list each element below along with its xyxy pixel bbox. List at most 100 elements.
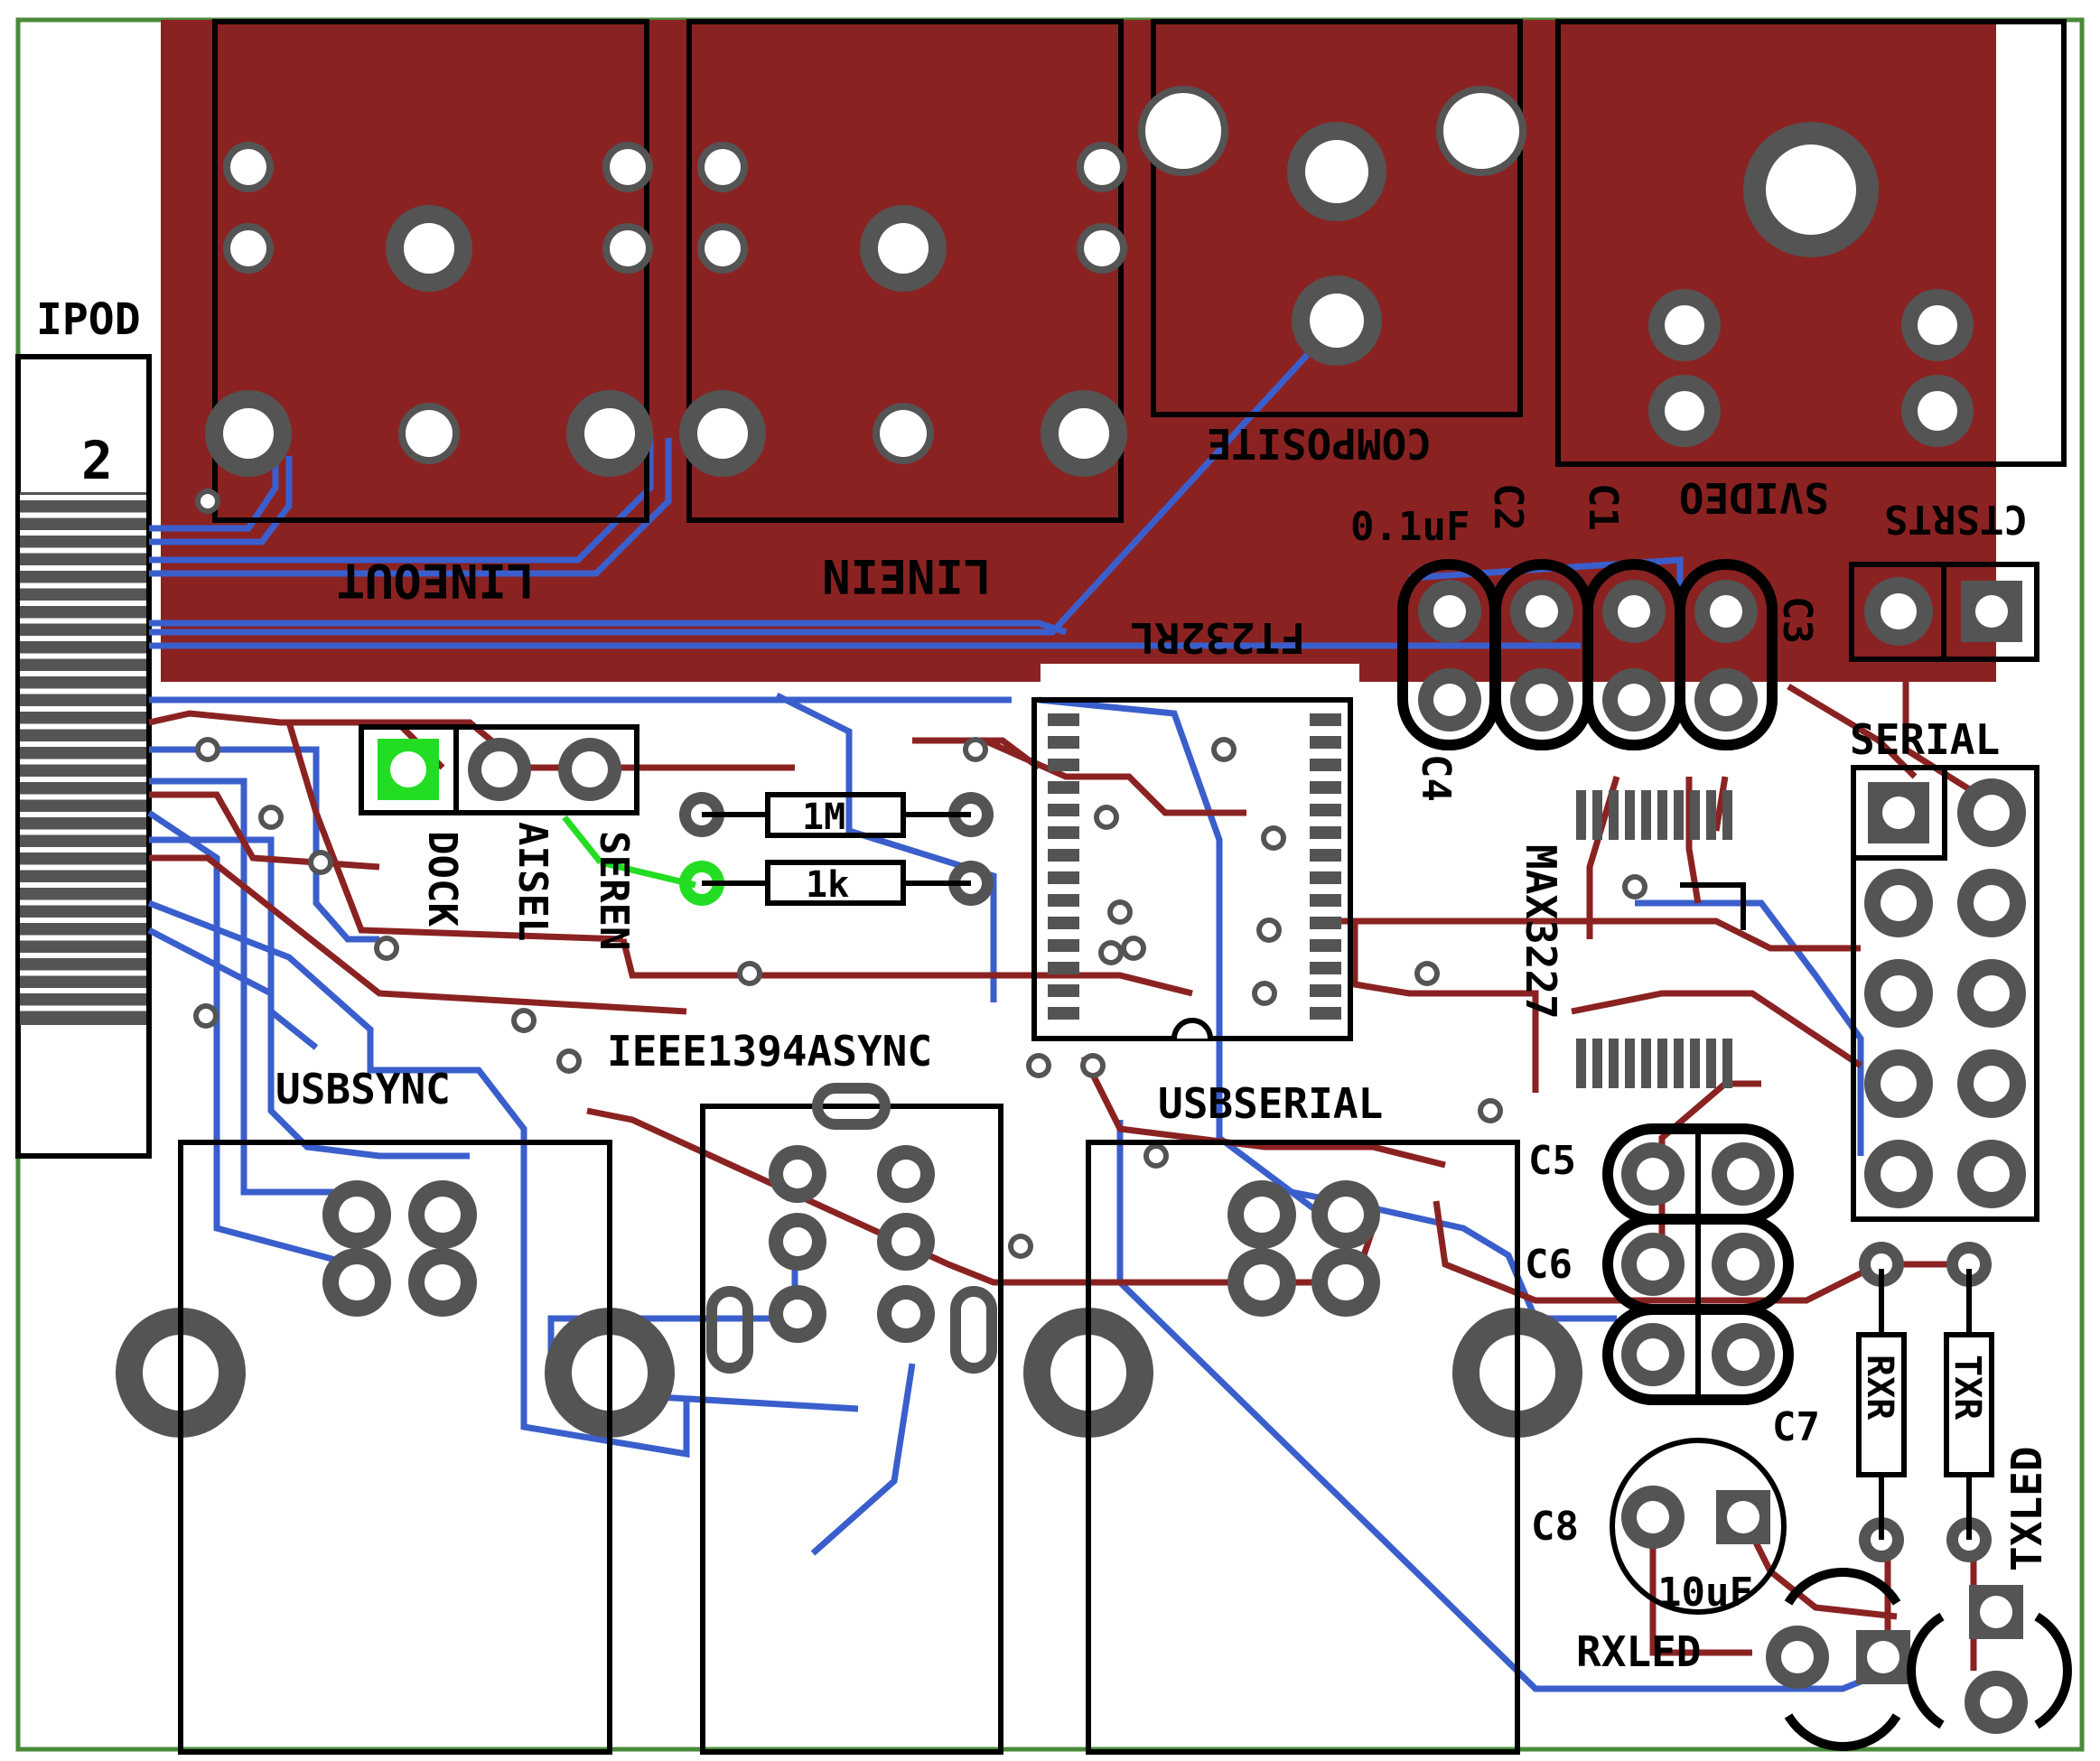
c8-pad: [1621, 1486, 1685, 1549]
max3227-smd-pad: [1576, 1039, 1586, 1088]
ipod-pin-gap: [20, 706, 146, 712]
via: [556, 1048, 582, 1074]
max3227-smd-pad: [1722, 1039, 1732, 1088]
ipod-pin-gap: [20, 530, 146, 536]
via: [195, 489, 220, 514]
c6-label: C6: [1525, 1242, 1573, 1288]
linein-signal-pad: [679, 390, 766, 477]
c1-label: C1: [1580, 483, 1626, 531]
linein-mount-pad: [1077, 223, 1127, 274]
ipod-pin-gap: [20, 512, 146, 518]
svideo-mount-pad: [1743, 122, 1879, 257]
led-outlines: [1784, 1568, 2072, 1751]
usbserial-pin-pad: [1311, 1180, 1380, 1249]
ft232rl-smd-pad: [1310, 849, 1341, 862]
ipod-pin-gap: [20, 636, 146, 641]
ipod-pin-gap: [20, 601, 146, 606]
max3227-smd-pad: [1706, 790, 1716, 840]
lineout-jack: [212, 19, 649, 523]
via: [737, 961, 762, 986]
ft232rl-smd-pad: [1048, 759, 1079, 771]
max3227-label: MAX3227: [1517, 844, 1565, 1020]
ft232rl-smd-pad: [1310, 1007, 1341, 1020]
lineout-label: LINEOUT: [337, 553, 535, 607]
resistor-1m-label: 1M: [802, 797, 845, 838]
ft232rl-smd-pad: [1310, 826, 1341, 839]
ft232rl-smd-pad: [1048, 939, 1079, 952]
max3227-smd-pad: [1657, 1039, 1667, 1088]
c5-label: C5: [1528, 1138, 1576, 1184]
ft232rl-smd-pad: [1048, 1007, 1079, 1020]
via: [1094, 805, 1119, 830]
ipod-pin-gap: [20, 953, 146, 958]
capacitor-pad: [1712, 1142, 1775, 1206]
ft232rl-smd-pad: [1048, 736, 1079, 749]
lineout-signal-pad: [386, 205, 472, 292]
rxled-pad: [1766, 1626, 1829, 1689]
ipod-label: IPOD: [36, 294, 141, 345]
composite-label: COMPOSITE: [1207, 419, 1432, 468]
ft232rl-smd-pad: [1310, 713, 1341, 726]
rxr-pad: [1859, 1242, 1904, 1287]
ipod-pin-gap: [20, 565, 146, 571]
via: [1008, 1234, 1033, 1259]
ipod-pin-gap: [20, 777, 146, 782]
composite-signal-pad: [1292, 275, 1382, 366]
max3227-smd-pad: [1690, 1039, 1700, 1088]
via: [1256, 918, 1282, 943]
dock-square-pad: [378, 739, 439, 800]
usbserial-pin-pad: [1227, 1180, 1296, 1249]
serial-pin-pad: [1864, 869, 1933, 937]
resistor-outlines: [702, 792, 971, 906]
jumper-trace: [600, 859, 696, 889]
composite-jack: [1151, 19, 1523, 417]
txled-pad: [1965, 1671, 2028, 1734]
jumper-header: [359, 724, 639, 815]
capacitor-outlines: [1397, 559, 1794, 1405]
via: [1026, 1053, 1051, 1078]
ft232rl-smd-pad: [1048, 713, 1079, 726]
via: [1121, 936, 1146, 961]
max3227-smd-pad: [1722, 790, 1732, 840]
ctsrts-square-pad: [1961, 581, 2022, 642]
linein-mount-pad: [1077, 142, 1127, 192]
silkscreen-labels: IPOD 2 LINEOUT LINEIN COMPOSITE SVIDEO 0…: [36, 294, 2051, 1676]
capacitor-pad: [1694, 580, 1758, 643]
svideo-pin-pad: [1901, 375, 1974, 447]
via: [1261, 825, 1286, 851]
lineout-signal-pad: [566, 390, 653, 477]
ieee-pin-pad: [769, 1145, 826, 1203]
ft232rl-smd-pad: [1310, 962, 1341, 974]
linein-label: LINEIN: [822, 548, 992, 602]
ieee-pin-pad: [877, 1213, 935, 1271]
ieee-pin-pad: [769, 1285, 826, 1343]
usbsync-connector: [178, 1140, 612, 1755]
via: [1098, 940, 1124, 965]
top-traces: [148, 587, 1980, 1671]
lineout-signal-pad: [205, 390, 292, 477]
max3227-smd-pad: [1641, 1039, 1651, 1088]
ft232rl-smd-pad: [1310, 804, 1341, 816]
lineout-mount-pad: [223, 142, 274, 192]
max3227-footprint: [1576, 790, 1746, 1088]
lineout-signal-pad: [398, 403, 460, 464]
c8-label: C8: [1531, 1504, 1579, 1550]
ctsrts-label: CTSRTS: [1884, 496, 2028, 542]
pads: [116, 86, 2028, 1734]
ipod-pin-gap: [20, 829, 146, 835]
linein-signal-pad: [873, 403, 934, 464]
rxled-square-pad: [1856, 1630, 1910, 1684]
serial-pin-pad: [1864, 959, 1933, 1028]
max3227-smd-pad: [1657, 790, 1667, 840]
ipod-pin-gap: [20, 653, 146, 659]
serial-pin-pad: [1957, 778, 2026, 847]
svideo-label: SVIDEO: [1679, 473, 1829, 522]
usbserial-connector: [1086, 1140, 1520, 1755]
ipod-pin-gap: [20, 812, 146, 817]
ft232rl-smd-pad: [1310, 759, 1341, 771]
ft232rl-smd-pad: [1310, 894, 1341, 907]
jumper-trace: [562, 815, 603, 865]
capacitor-pad: [1712, 1323, 1775, 1386]
resistor-1k-label: 1k: [806, 864, 849, 906]
ipod-pin-gap: [20, 547, 146, 554]
